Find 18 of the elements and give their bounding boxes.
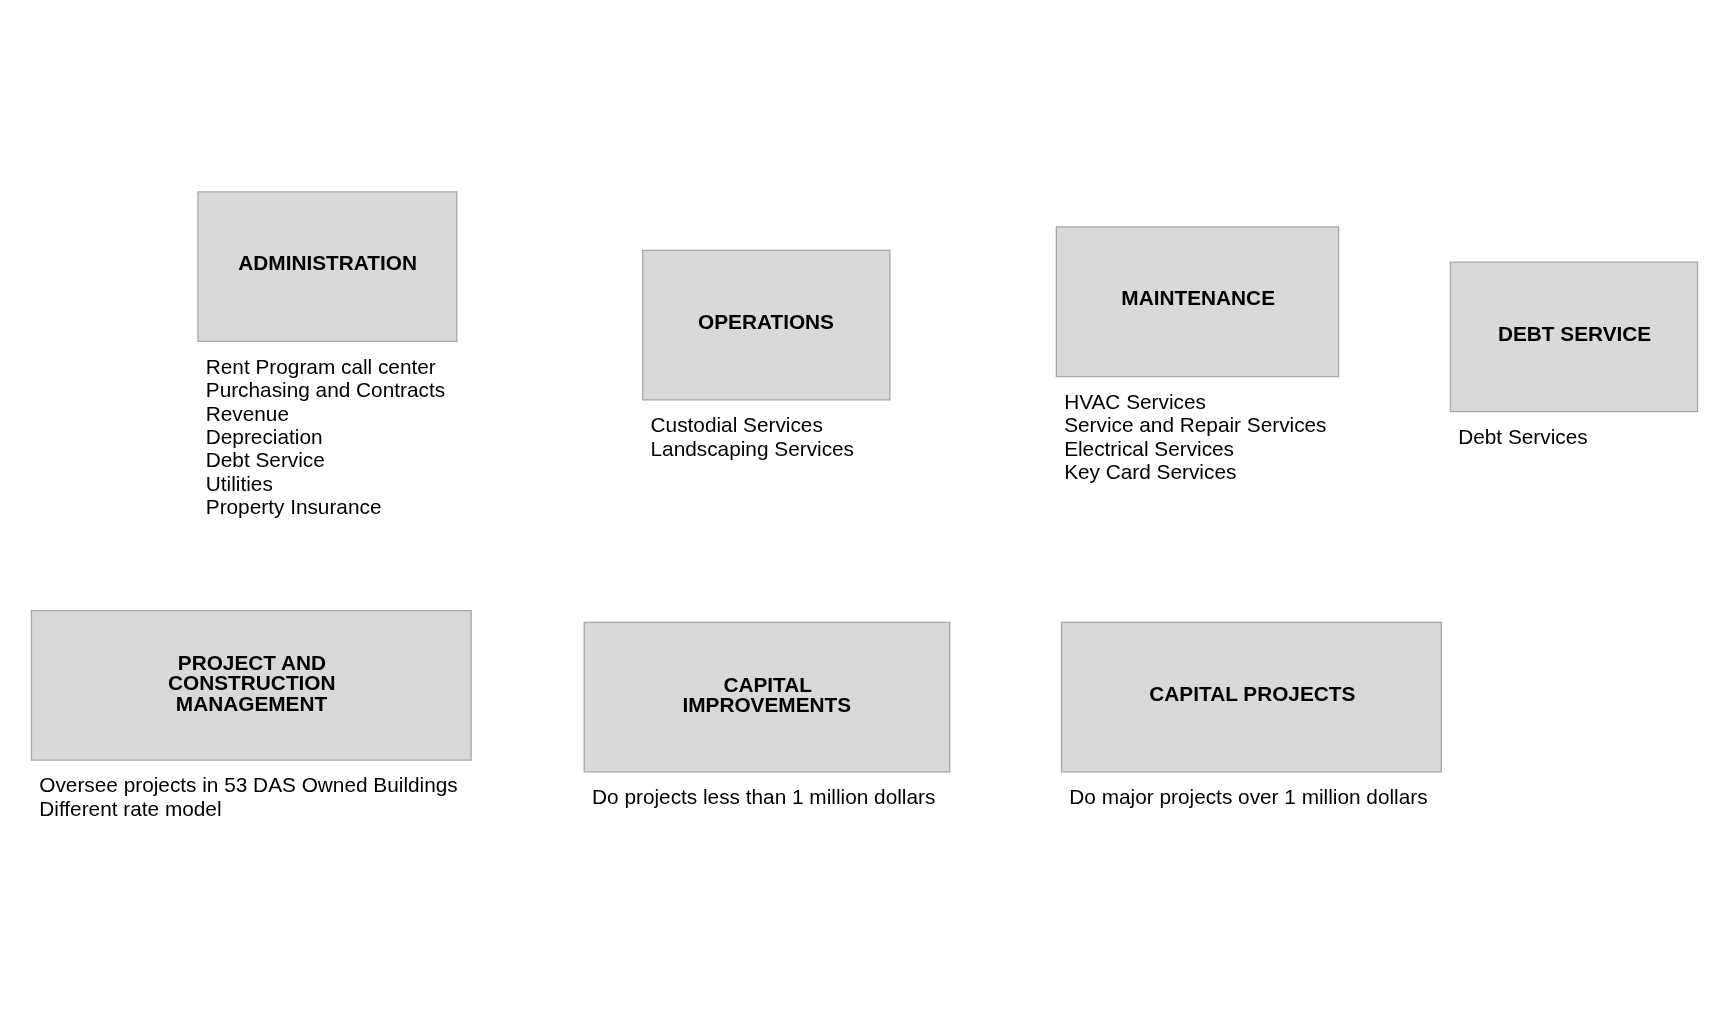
node-label: Service and Repair Services bbox=[1064, 413, 1327, 437]
node-label: Do projects less than 1 million dollars bbox=[592, 785, 936, 809]
node-label: Key Card Services bbox=[1064, 460, 1237, 484]
node-label: Electrical Services bbox=[1064, 436, 1235, 460]
node-label: Utilities bbox=[205, 471, 273, 495]
node-label: Oversee projects in 53 DAS Owned Buildings bbox=[39, 773, 458, 797]
node-label: Rent Program call center bbox=[205, 354, 436, 378]
node-label: Landscaping Services bbox=[650, 436, 855, 460]
node-label: Different rate model bbox=[39, 796, 222, 820]
node-label: Purchasing and Contracts bbox=[205, 378, 446, 402]
node-label: Revenue bbox=[205, 401, 290, 425]
node-label: Debt Services bbox=[1458, 424, 1588, 448]
node-label: HVAC Services bbox=[1064, 389, 1206, 413]
node-label: Do major projects over 1 million dollars bbox=[1069, 785, 1428, 809]
node-label: Depreciation bbox=[205, 424, 323, 448]
node-label: Custodial Services bbox=[650, 413, 823, 437]
node-label: Debt Service bbox=[205, 448, 325, 472]
node-label: Property Insurance bbox=[205, 495, 382, 519]
